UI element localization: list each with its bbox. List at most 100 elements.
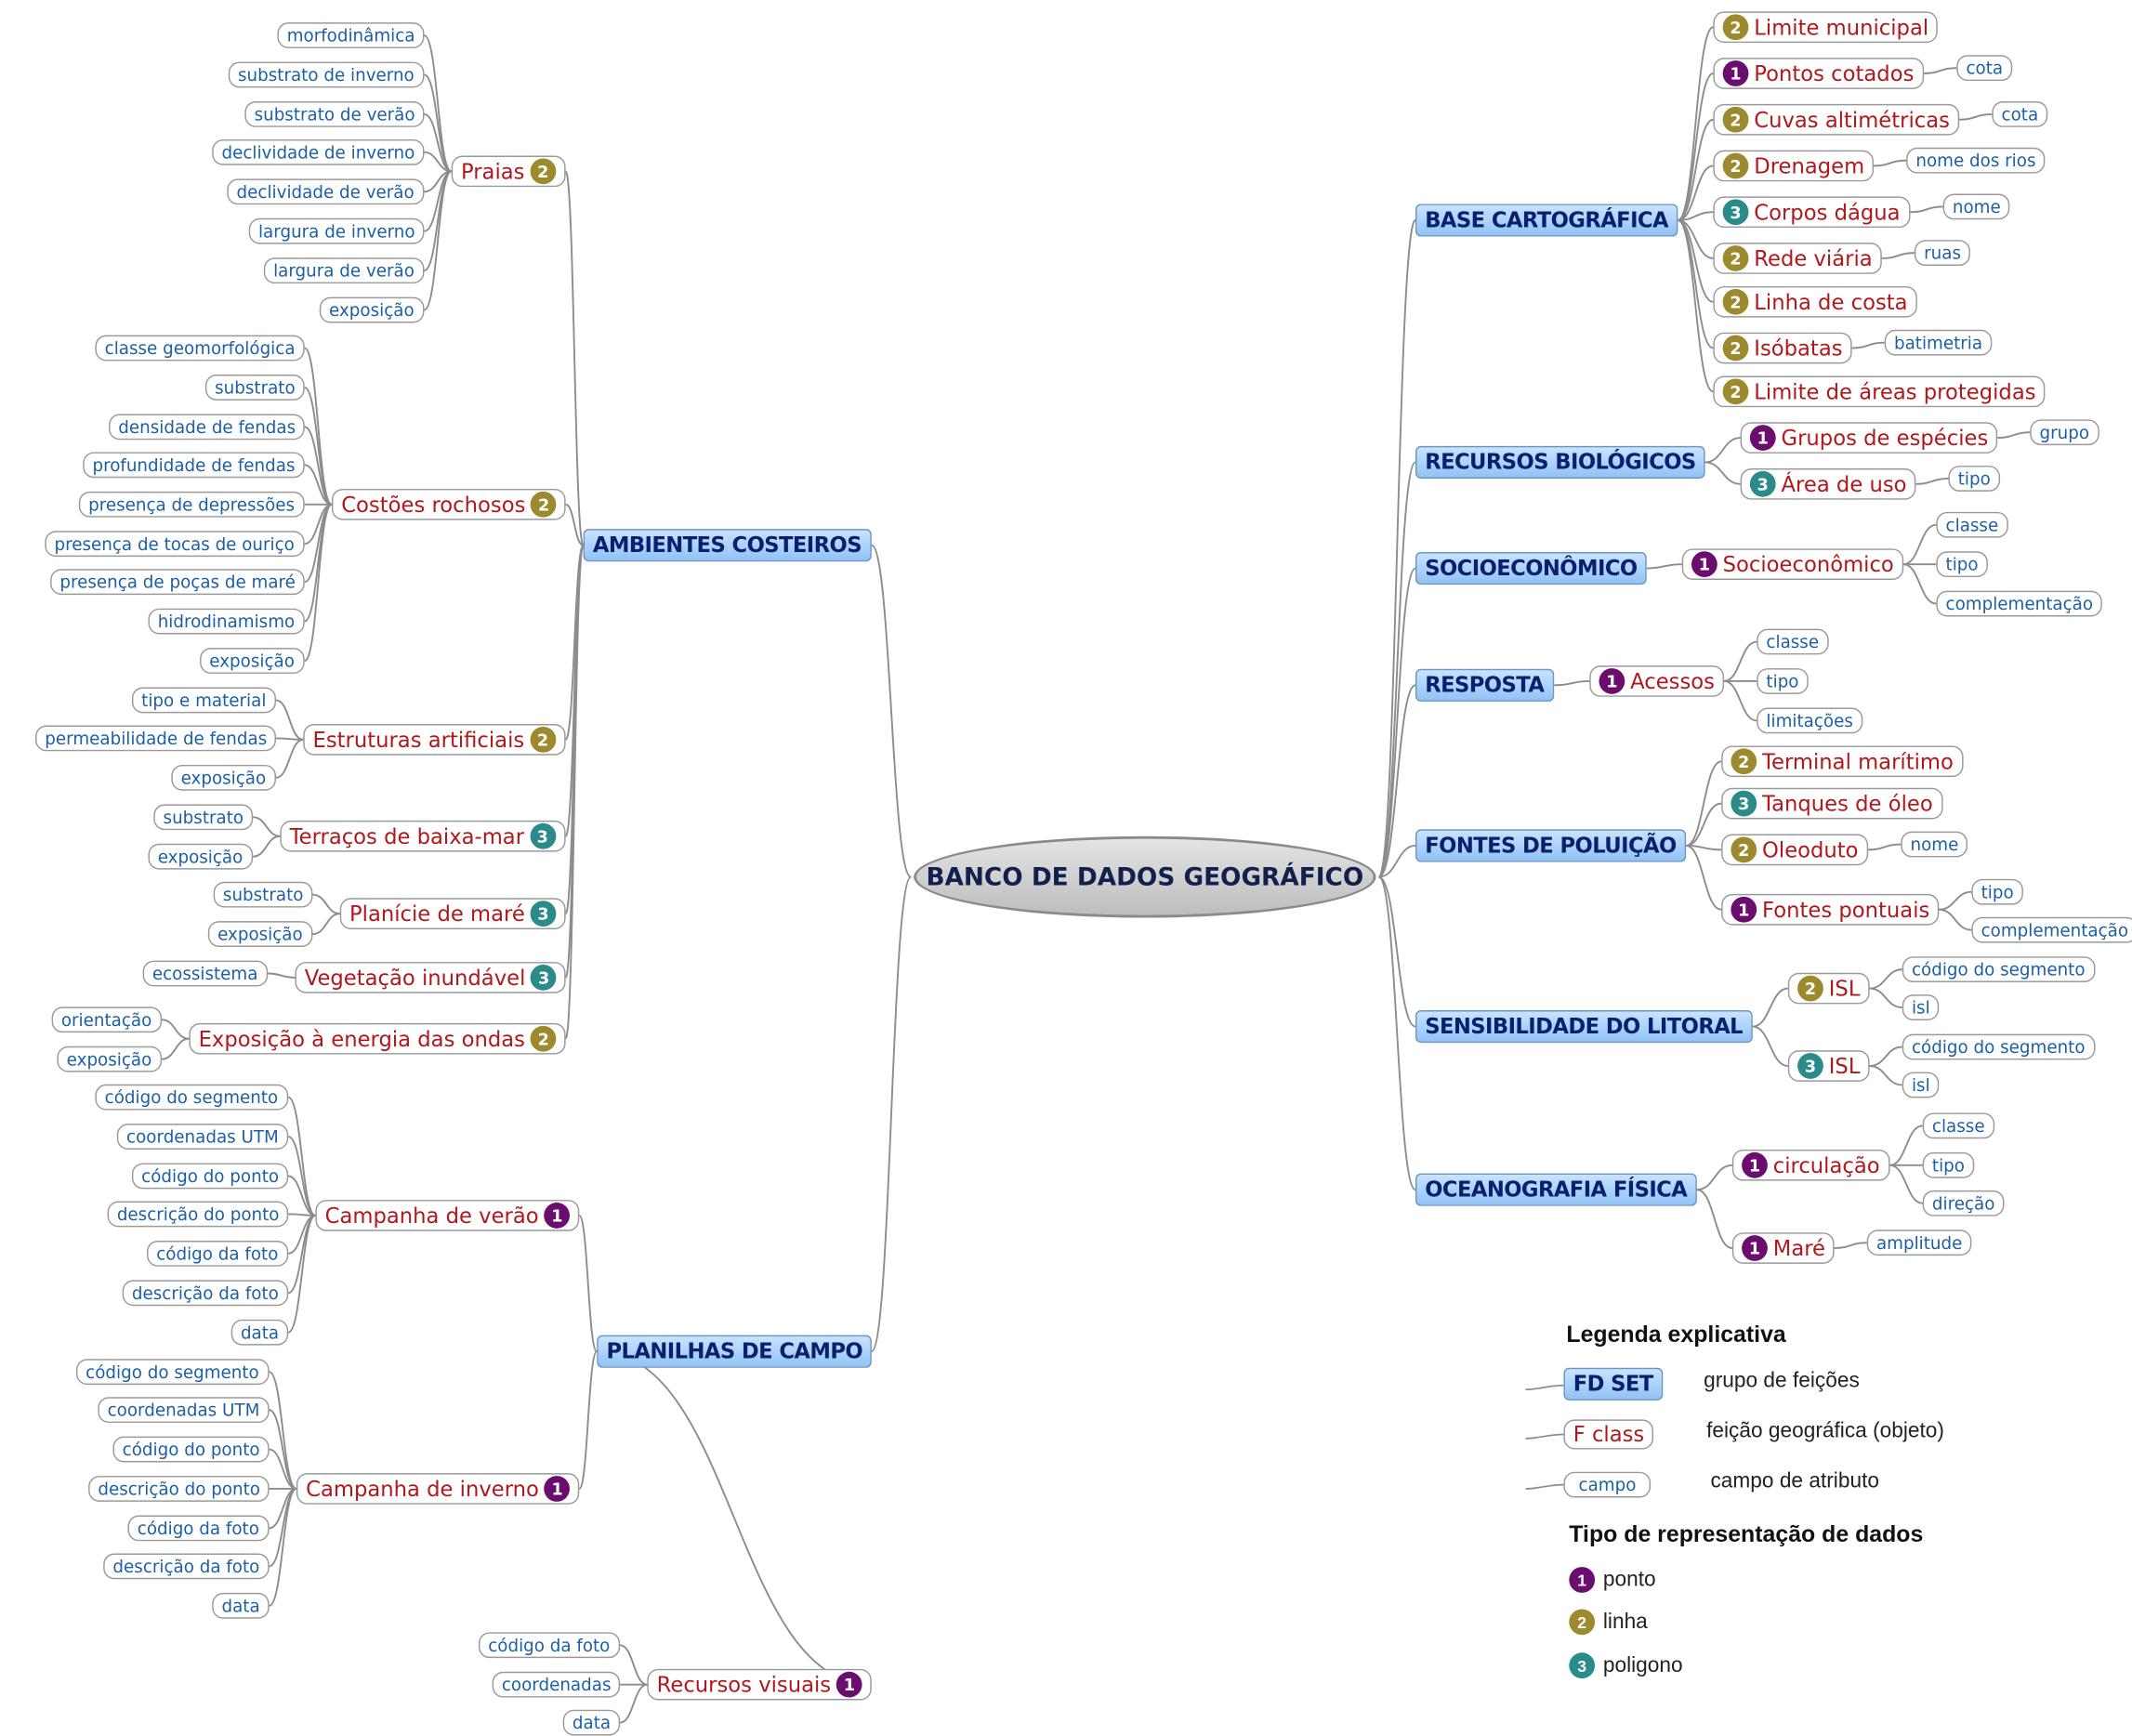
field-ruas[interactable]: ruas [1914,240,1971,267]
field-nome[interactable]: nome [1901,831,1968,858]
fdset-socioeconomico[interactable]: SOCIOECONÔMICO [1415,551,1647,585]
fdset-resposta[interactable]: RESPOSTA [1415,668,1554,702]
field-isl[interactable]: isl [1902,1072,1940,1098]
central-node[interactable]: BANCO DE DADOS GEOGRÁFICO [914,835,1376,918]
field-substrato-de-inverno[interactable]: substrato de inverno [228,61,424,88]
field-complementacao[interactable]: complementação [1971,916,2132,943]
field-isl[interactable]: isl [1902,994,1940,1020]
field-classe[interactable]: classe [1757,628,1829,655]
field-codigo-da-foto[interactable]: código da foto [127,1515,270,1542]
field-coordenadas[interactable]: coordenadas [492,1671,621,1698]
field-nome[interactable]: nome [1942,193,2010,220]
field-codigo-do-segmento[interactable]: código do segmento [1902,956,2095,983]
field-data[interactable]: data [212,1592,270,1619]
field-cota[interactable]: cota [1956,55,2013,82]
field-ecossistema[interactable]: ecossistema [142,960,268,987]
field-classe-geomorfologica[interactable]: classe geomorfológica [95,335,305,362]
field-codigo-do-segmento[interactable]: código do segmento [95,1084,288,1111]
field-data[interactable]: data [230,1319,289,1346]
field-tipo-e-material[interactable]: tipo e material [131,687,276,714]
field-presenca-de-depressoes[interactable]: presença de depressões [78,491,305,518]
field-exposicao[interactable]: exposição [207,921,312,947]
field-exposicao[interactable]: exposição [171,764,276,791]
field-substrato-de-verao[interactable]: substrato de verão [244,100,425,127]
field-declividade-de-verao[interactable]: declividade de verão [227,178,424,205]
field-coordenadas-utm[interactable]: coordenadas UTM [98,1397,270,1424]
field-tipo[interactable]: tipo [1922,1151,1975,1178]
field-codigo-da-foto[interactable]: código da foto [478,1632,620,1659]
field-exposicao[interactable]: exposição [148,843,253,870]
fdset-base-cartografica[interactable]: BASE CARTOGRÁFICA [1415,204,1678,237]
field-classe[interactable]: classe [1936,511,2008,538]
fdset-oceanografia-fisica[interactable]: OCEANOGRAFIA FÍSICA [1415,1173,1697,1206]
field-tipo[interactable]: tipo [1971,878,2023,905]
field-tipo[interactable]: tipo [1936,551,1988,578]
fdset-ambientes-costeiros[interactable]: AMBIENTES COSTEIROS [583,529,872,562]
field-exposicao[interactable]: exposição [200,648,305,674]
field-limitacoes[interactable]: limitações [1757,707,1863,734]
field-codigo-do-ponto[interactable]: código do ponto [112,1436,270,1463]
field-direcao[interactable]: direção [1922,1190,2005,1217]
field-hidrodinamismo[interactable]: hidrodinamismo [148,608,305,635]
field-coordenadas-utm[interactable]: coordenadas UTM [116,1124,289,1150]
field-tipo[interactable]: tipo [1757,668,1809,694]
field-exposicao[interactable]: exposição [57,1046,162,1072]
field-profundidade-de-fendas[interactable]: profundidade de fendas [83,452,305,479]
field-complementacao[interactable]: complementação [1936,590,2103,617]
field-descricao-do-ponto[interactable]: descrição do ponto [107,1201,289,1228]
field-codigo-do-segmento[interactable]: código do segmento [75,1359,269,1386]
field-classe[interactable]: classe [1922,1112,1994,1139]
field-densidade-de-fendas[interactable]: densidade de fendas [109,414,306,441]
field-presenca-de-pocas-de-mare[interactable]: presença de poças de maré [50,569,306,596]
field-codigo-do-ponto[interactable]: código do ponto [131,1163,289,1190]
fdset-sensibilidade-do-litoral[interactable]: SENSIBILIDADE DO LITORAL [1415,1010,1753,1044]
field-permeabilidade-de-fendas[interactable]: permeabilidade de fendas [35,725,277,752]
field-exposicao[interactable]: exposição [319,296,424,323]
field-grupo[interactable]: grupo [2030,419,2099,446]
field-substrato[interactable]: substrato [213,881,313,908]
field-descricao-do-ponto[interactable]: descrição do ponto [88,1476,270,1502]
field-codigo-do-segmento[interactable]: código do segmento [1902,1033,2095,1060]
fdset-planilhas-de-campo[interactable]: PLANILHAS DE CAMPO [597,1335,873,1368]
field-descricao-da-foto[interactable]: descrição da foto [103,1553,270,1580]
field-morfodinamica[interactable]: morfodinâmica [277,22,425,48]
field-nome-dos-rios[interactable]: nome dos rios [1906,147,2046,174]
field-largura-de-verao[interactable]: largura de verão [263,257,425,284]
field-codigo-da-foto[interactable]: código da foto [147,1240,288,1267]
field-presenca-de-tocas-de-ourico[interactable]: presença de tocas de ouriço [45,531,305,558]
field-data[interactable]: data [562,1709,621,1736]
fdset-recursos-biologicos[interactable]: RECURSOS BIOLÓGICOS [1415,445,1705,479]
field-largura-de-inverno[interactable]: largura de inverno [248,217,425,244]
field-declividade-de-inverno[interactable]: declividade de inverno [212,138,425,165]
fdset-fontes-de-poluicao[interactable]: FONTES DE POLUIÇÃO [1415,829,1686,862]
